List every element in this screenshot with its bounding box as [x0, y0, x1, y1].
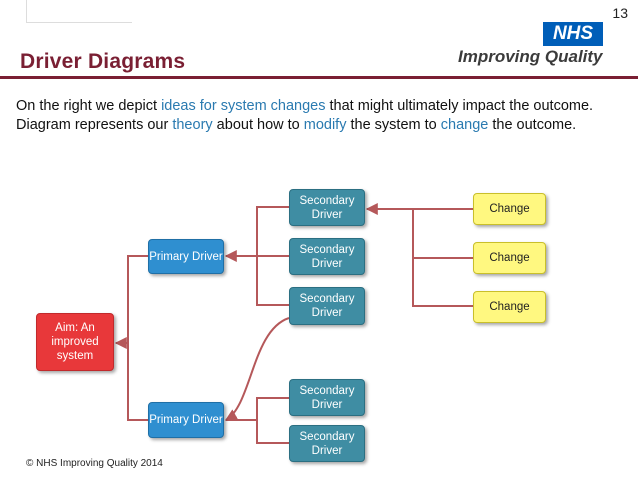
intro-highlight-modify: modify — [303, 117, 347, 133]
secondary-driver-box: Secondary Driver — [289, 425, 365, 462]
intro-text: On the right we depict ideas for system … — [16, 97, 596, 135]
intro-highlight-theory: theory — [172, 117, 213, 133]
intro-text-5: the outcome. — [488, 117, 577, 133]
connector-primary1-to-aim — [114, 255, 148, 349]
logo-tagline: Improving Quality — [458, 47, 603, 66]
intro-text-3: about how to — [212, 117, 304, 133]
intro-text-1: On the right we depict — [16, 98, 162, 114]
secondary-driver-box: Secondary Driver — [289, 287, 365, 325]
footer-copyright: © NHS Improving Quality 2014 — [26, 458, 163, 469]
secondary-driver-box: Secondary Driver — [289, 379, 365, 416]
secondary-driver-box: Secondary Driver — [289, 189, 365, 226]
intro-text-2: that might ultimately impact the outcome… — [16, 98, 594, 133]
connector-sec4-to-primary2 — [226, 397, 289, 421]
connector-primary2-to-aim — [127, 343, 148, 421]
intro-text-4: the system to — [346, 117, 441, 133]
change-box: Change — [473, 291, 546, 323]
change-box: Change — [473, 193, 546, 225]
intro-highlight-change: change — [440, 117, 489, 133]
connector-change3-to-sec1 — [412, 258, 473, 307]
intro-highlight-ideas: ideas for system changes — [161, 98, 326, 114]
connector-sec3-to-primary1 — [256, 256, 289, 306]
title-divider — [0, 76, 638, 79]
change-box: Change — [473, 242, 546, 274]
header-blank-box — [26, 0, 132, 23]
primary-driver-box: Primary Driver — [148, 402, 224, 438]
slide-title: Driver Diagrams — [20, 50, 186, 73]
connector-change2-to-sec1 — [412, 209, 473, 259]
slide-number: 13 — [612, 5, 628, 21]
connector-sec1-to-primary1 — [224, 206, 289, 262]
connector-sec3-to-primary2 — [224, 317, 290, 421]
aim-box: Aim: An improved system — [36, 313, 114, 371]
primary-driver-box: Primary Driver — [148, 239, 224, 274]
secondary-driver-box: Secondary Driver — [289, 238, 365, 275]
nhs-logo: NHS — [543, 22, 603, 46]
connector-sec5-to-primary2 — [256, 420, 289, 444]
